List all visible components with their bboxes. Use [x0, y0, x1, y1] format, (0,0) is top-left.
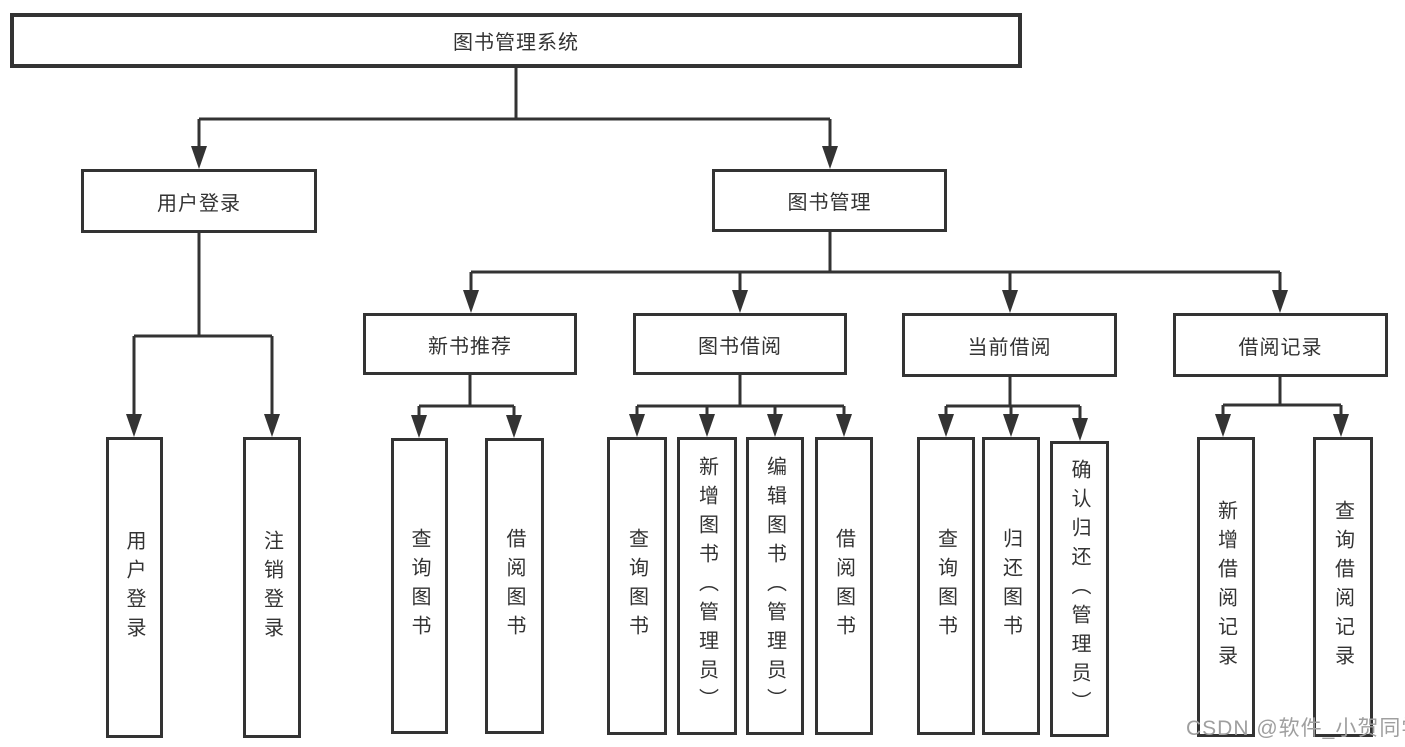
- node-borrow-books-leaf: 借阅图书: [815, 437, 873, 735]
- node-label: 查询图书: [408, 528, 430, 644]
- book-borrow-group-wire: [635, 375, 846, 415]
- node-borrow-books-newrec: 借阅图书: [485, 438, 544, 734]
- connector-paths: [132, 68, 1343, 419]
- node-user-login: 用户登录: [81, 169, 317, 233]
- node-label: 查询图书: [625, 528, 648, 644]
- watermark-text: CSDN @软件_小贺同学: [1186, 717, 1405, 740]
- node-label: 新增图书（管理员）: [695, 455, 718, 717]
- node-confirm-return-admin: 确认归还（管理员）: [1050, 441, 1109, 737]
- node-edit-books-admin: 编辑图书（管理员）: [746, 437, 804, 735]
- node-label: 新增借阅记录: [1214, 500, 1237, 674]
- node-label: 查询图书: [934, 528, 957, 644]
- current-borrow-group-wire: [944, 377, 1082, 419]
- node-new-book-recommendation: 新书推荐: [363, 313, 577, 375]
- node-add-borrow-record: 新增借阅记录: [1197, 437, 1255, 737]
- node-return-books: 归还图书: [982, 437, 1040, 735]
- node-label: 图书借阅: [698, 335, 782, 358]
- node-library-management-system: 图书管理系统: [10, 13, 1022, 68]
- node-add-books-admin: 新增图书（管理员）: [677, 437, 737, 735]
- new-book-group-wire: [417, 375, 516, 416]
- node-label: 归还图书: [999, 528, 1022, 644]
- node-logout: 注销登录: [243, 437, 301, 738]
- node-label: 图书管理系统: [453, 32, 579, 54]
- node-label: 新书推荐: [428, 335, 512, 358]
- node-book-management: 图书管理: [712, 169, 947, 232]
- node-borrowing-records: 借阅记录: [1173, 313, 1388, 377]
- node-label: 当前借阅: [967, 336, 1052, 359]
- node-book-borrowing: 图书借阅: [633, 313, 847, 375]
- borrow-record-group-wire: [1221, 377, 1343, 415]
- node-query-books-newrec: 查询图书: [391, 438, 448, 734]
- node-query-borrow-record: 查询借阅记录: [1313, 437, 1373, 737]
- node-label: 注销登录: [260, 529, 283, 646]
- node-label: 查询借阅记录: [1331, 500, 1354, 674]
- node-label: 借阅图书: [832, 528, 855, 644]
- node-label: 借阅图书: [503, 528, 525, 644]
- book-mgmt-to-level3-wire: [469, 232, 1282, 291]
- node-query-books-borrow: 查询图书: [607, 437, 667, 735]
- node-user-login-leaf: 用户登录: [106, 437, 163, 738]
- node-label: 确认归还（管理员）: [1068, 458, 1090, 720]
- arrowheads: [126, 146, 1349, 441]
- node-label: 编辑图书（管理员）: [763, 455, 786, 717]
- node-label: 图书管理: [787, 192, 872, 214]
- node-current-borrowing: 当前借阅: [902, 313, 1117, 377]
- node-label: 用户登录: [123, 529, 145, 646]
- node-label: 借阅记录: [1238, 336, 1323, 359]
- root-to-level2-wire: [197, 68, 832, 147]
- user-login-group-wire: [132, 233, 274, 415]
- node-label: 用户登录: [157, 192, 241, 215]
- node-query-books-current: 查询图书: [917, 437, 975, 735]
